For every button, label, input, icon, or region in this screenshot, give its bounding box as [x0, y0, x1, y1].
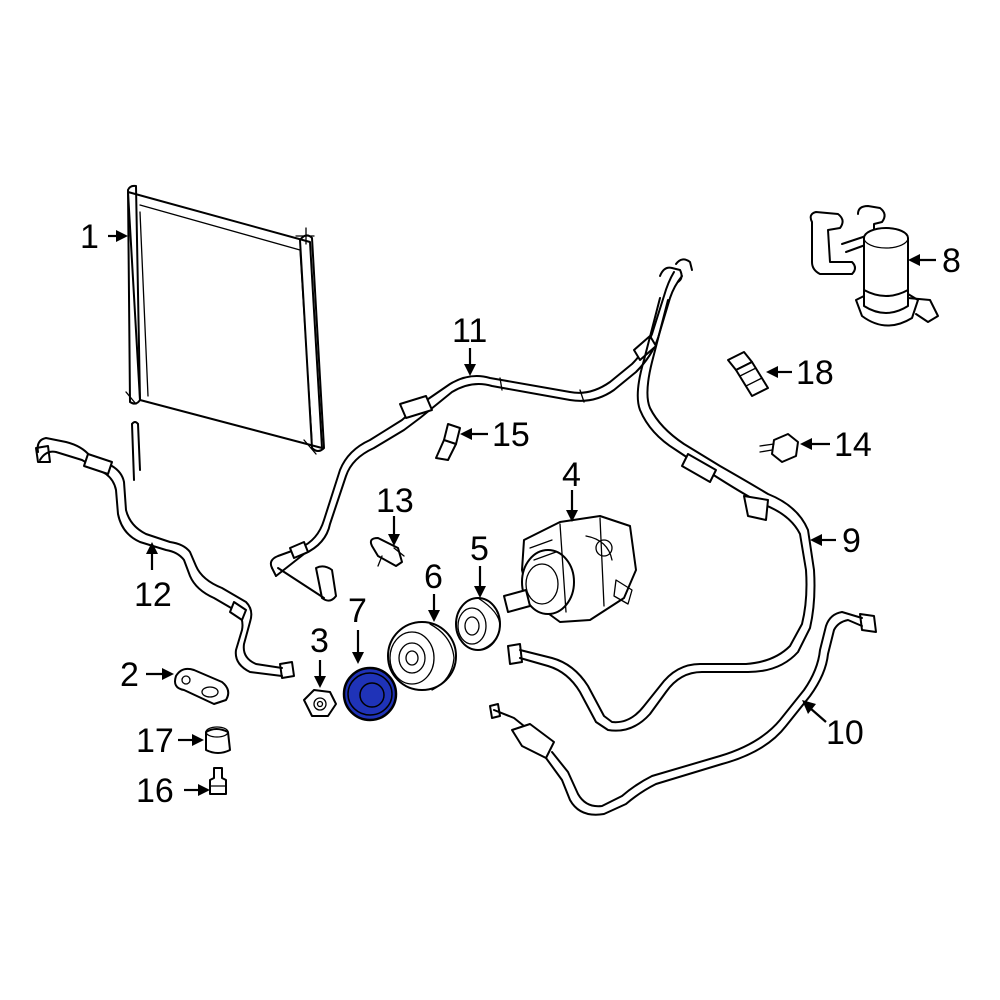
callout-11: 11 [452, 312, 487, 350]
hose-part-10[interactable] [489, 611, 877, 816]
nut-part-3[interactable] [303, 689, 337, 717]
callout-1: 1 [80, 218, 99, 256]
callout-9: 9 [842, 522, 861, 560]
discharge-hose-part-9[interactable] [507, 297, 816, 732]
shim-part-7[interactable] [342, 666, 398, 722]
shim-highlight [342, 666, 398, 722]
callout-13: 13 [376, 482, 414, 520]
callout-7: 7 [348, 592, 367, 630]
callout-6: 6 [424, 558, 443, 596]
receiver-drier-part-8[interactable] [809, 205, 939, 327]
callout-4: 4 [562, 456, 581, 494]
callout-10: 10 [826, 714, 864, 752]
callout-5: 5 [470, 530, 489, 568]
callout-18: 18 [796, 354, 834, 392]
switch-part-14[interactable] [759, 433, 799, 463]
condenser-part-1[interactable] [125, 184, 325, 455]
pressure-switch-part-18[interactable] [727, 351, 769, 397]
compressor-part-4[interactable] [503, 515, 637, 623]
callout-16: 16 [136, 772, 174, 810]
callout-8: 8 [942, 242, 961, 280]
callout-3: 3 [310, 622, 329, 660]
cap-part-17[interactable] [205, 726, 231, 754]
valve-core-part-16[interactable] [209, 767, 227, 795]
callout-17: 17 [136, 722, 174, 760]
callout-2: 2 [120, 656, 139, 694]
valve-part-13[interactable] [369, 537, 405, 567]
liquid-line-part-12[interactable] [35, 421, 295, 679]
clutch-plate-part-6[interactable] [387, 621, 457, 691]
callout-leaders [108, 230, 936, 796]
sensor-part-15[interactable] [435, 423, 461, 461]
callout-12: 12 [134, 576, 172, 614]
callout-14: 14 [834, 426, 872, 464]
callout-15: 15 [492, 416, 530, 454]
bracket-part-2[interactable] [174, 667, 230, 705]
pulley-part-5[interactable] [455, 597, 501, 651]
callout-numbers: 1 2 3 4 5 6 7 8 9 10 11 12 13 14 15 16 1… [80, 218, 961, 810]
